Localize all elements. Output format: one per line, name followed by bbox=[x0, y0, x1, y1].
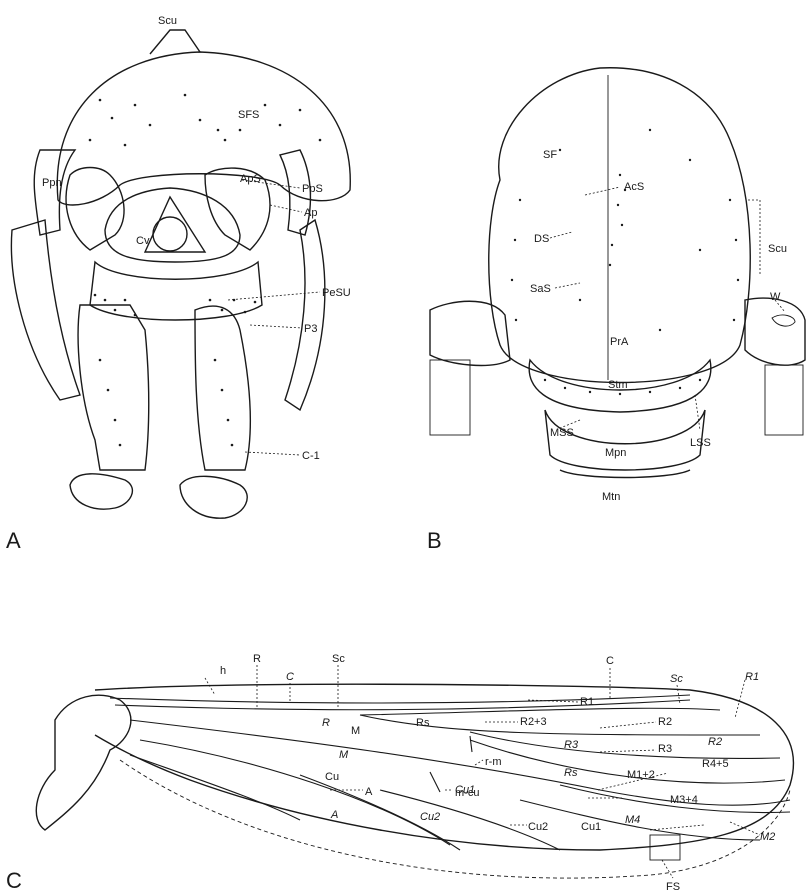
label-h: h bbox=[220, 665, 226, 677]
fringe-setae bbox=[650, 835, 680, 860]
right-wing-base-fringe bbox=[765, 365, 803, 435]
panel-letter-b: B bbox=[427, 528, 442, 553]
panel-a-labels: Scu SFS Ppn ApS PpS Ap PeSU P3 C-1 Cv A bbox=[6, 15, 351, 553]
cervical-collar bbox=[90, 262, 262, 320]
panel-letter-a: A bbox=[6, 528, 21, 553]
label-sc-italic: Sc bbox=[670, 673, 683, 685]
panel-letter-c: C bbox=[6, 868, 22, 893]
panel-b-drawing bbox=[430, 68, 805, 478]
label-stm: Stm bbox=[608, 379, 628, 391]
label-pps: PpS bbox=[302, 183, 323, 195]
scu-peak bbox=[150, 30, 200, 54]
right-foreleg bbox=[195, 306, 250, 470]
label-cv: Cv bbox=[136, 235, 150, 247]
label-sas: SaS bbox=[530, 283, 551, 295]
label-m-cell: M bbox=[339, 749, 349, 761]
label-scu: Scu bbox=[158, 15, 177, 27]
label-r2-cell: R2 bbox=[708, 736, 722, 748]
label-pra: PrA bbox=[610, 336, 629, 348]
label-ds: DS bbox=[534, 233, 549, 245]
right-foot bbox=[180, 476, 247, 518]
label-c-top: C bbox=[606, 655, 614, 667]
label-r1-vein: R1 bbox=[580, 696, 594, 708]
head-triangle bbox=[145, 197, 205, 252]
left-foreleg bbox=[78, 305, 149, 470]
label-r1-italic: R1 bbox=[745, 671, 759, 683]
crossvein-r-m bbox=[470, 736, 472, 752]
mesopostnotum bbox=[545, 410, 705, 470]
right-lateral-lobe bbox=[285, 220, 325, 410]
label-w: W bbox=[770, 291, 781, 303]
panel-a-drawing bbox=[11, 30, 350, 518]
label-ppn: Ppn bbox=[42, 177, 62, 189]
panel-a-leaders bbox=[228, 180, 320, 455]
label-fs: FS bbox=[666, 881, 680, 893]
left-wing-base-fringe bbox=[430, 360, 470, 435]
head-foramen bbox=[153, 217, 187, 251]
panel-b-leaders bbox=[550, 187, 785, 430]
vein-sc bbox=[110, 695, 690, 703]
left-lateral-lobe bbox=[11, 220, 80, 400]
panel-b-setae bbox=[511, 129, 739, 395]
label-r2-vein: R2 bbox=[658, 716, 672, 728]
label-c-italic: C bbox=[286, 671, 294, 683]
metanotum bbox=[560, 470, 690, 478]
label-sf: SF bbox=[543, 149, 557, 161]
label-cu2-vein: Cu2 bbox=[528, 821, 548, 833]
label-p3: P3 bbox=[304, 323, 317, 335]
panel-b-labels: SF AcS DS Scu SaS W PrA Stm MSS LSS Mpn … bbox=[427, 149, 787, 553]
label-r-m: r-m bbox=[485, 756, 502, 768]
label-lss: LSS bbox=[690, 437, 711, 449]
panel-c-leaders bbox=[205, 665, 760, 878]
left-foot bbox=[70, 474, 132, 509]
label-m4-cell: M4 bbox=[625, 814, 640, 826]
vein-a bbox=[130, 755, 300, 820]
label-aps: ApS bbox=[240, 173, 261, 185]
label-a-cell: A bbox=[330, 809, 338, 821]
label-c1: C-1 bbox=[302, 450, 320, 462]
wing-posterior-fold bbox=[120, 760, 790, 878]
label-r3-cell: R3 bbox=[564, 739, 579, 751]
right-shoulder bbox=[745, 298, 805, 365]
label-m-vein: M bbox=[351, 725, 360, 737]
wing-hinge bbox=[772, 315, 795, 326]
label-cu1-cell: Cu1 bbox=[455, 784, 475, 796]
label-mtn: Mtn bbox=[602, 491, 620, 503]
label-r2-3: R2+3 bbox=[520, 716, 547, 728]
label-acs: AcS bbox=[624, 181, 644, 193]
left-shoulder bbox=[430, 301, 510, 365]
label-r4-5: R4+5 bbox=[702, 758, 729, 770]
label-ap: Ap bbox=[304, 207, 317, 219]
label-pesu: PeSU bbox=[322, 287, 351, 299]
label-r-cell: R bbox=[322, 717, 330, 729]
label-scu-b: Scu bbox=[768, 243, 787, 255]
label-mpn: Mpn bbox=[605, 447, 626, 459]
panel-c-drawing bbox=[36, 684, 793, 878]
wing-base-sclerites bbox=[36, 695, 131, 830]
label-cu2-cell: Cu2 bbox=[420, 811, 440, 823]
label-r-top: R bbox=[253, 653, 261, 665]
label-a-vein: A bbox=[365, 786, 373, 798]
label-cu: Cu bbox=[325, 771, 339, 783]
label-m1-2: M1+2 bbox=[627, 769, 655, 781]
crossvein-m-cu bbox=[430, 772, 440, 792]
label-sc-top: Sc bbox=[332, 653, 345, 665]
label-mss: MSS bbox=[550, 427, 574, 439]
label-cu1-vein: Cu1 bbox=[581, 821, 601, 833]
label-sfs: SFS bbox=[238, 109, 259, 121]
label-r3-vein: R3 bbox=[658, 743, 672, 755]
label-m2-cell: M2 bbox=[760, 831, 775, 843]
label-m3-4: M3+4 bbox=[670, 794, 698, 806]
left-pronotum bbox=[34, 150, 75, 235]
label-rs-italic: Rs bbox=[564, 767, 578, 779]
label-rs: Rs bbox=[416, 717, 430, 729]
